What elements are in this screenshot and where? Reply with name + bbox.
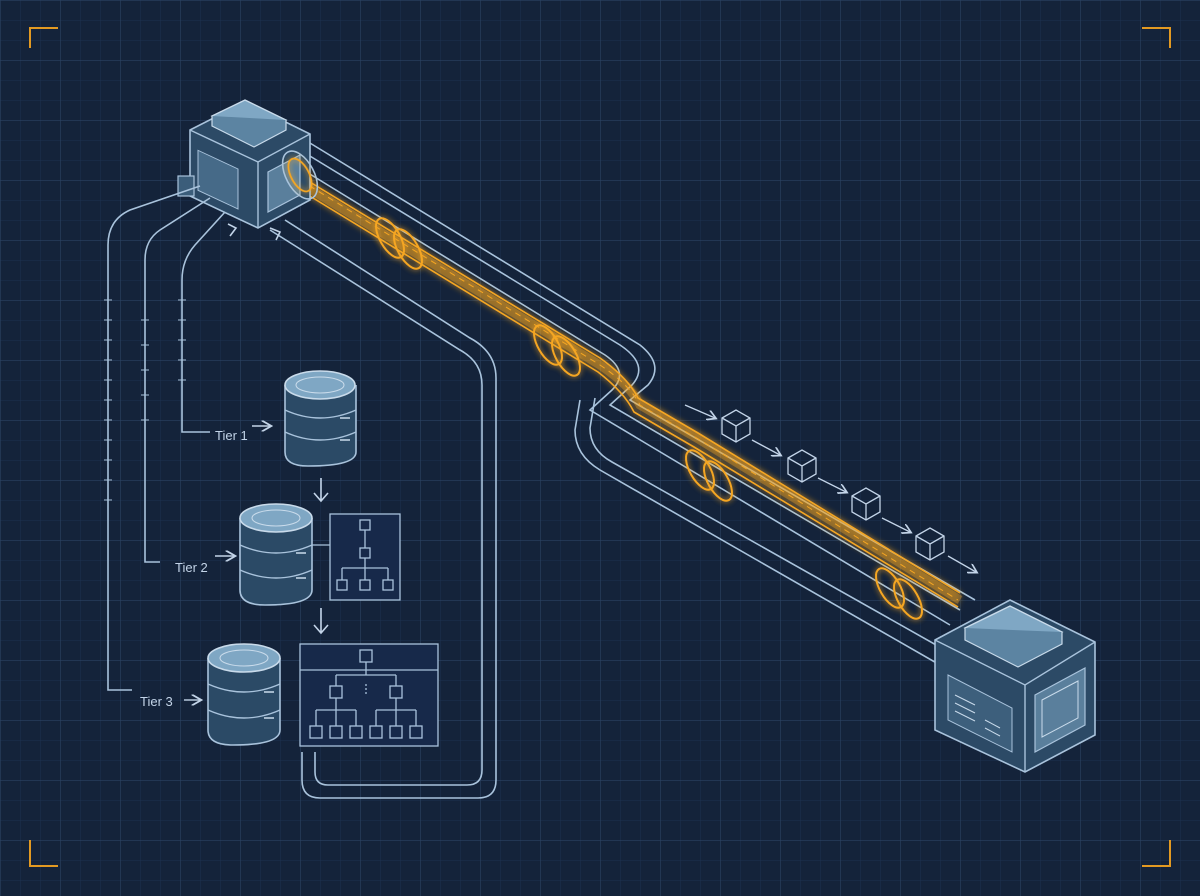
return-loops: [107, 185, 497, 799]
tree-diagram-icon: [299, 643, 439, 747]
data-packet-icon: [915, 527, 976, 572]
tier-2-label: Tier 2: [175, 560, 208, 575]
tier-arrows: [184, 426, 270, 700]
data-packet-icon: [787, 449, 846, 492]
pipe-couplings: [375, 217, 923, 620]
tree-diagram-icon: [312, 513, 401, 601]
data-packet-icon: [851, 487, 910, 532]
database-icon: [207, 643, 281, 746]
main-pipe-casing: [299, 139, 976, 666]
destination-node-icon: [934, 599, 1096, 773]
return-arrowheads: [227, 223, 282, 241]
tier-labels: Tier 1 Tier 2 Tier 3: [140, 428, 248, 709]
signal-ticks: [104, 299, 186, 501]
tier-3-label: Tier 3: [140, 694, 173, 709]
data-packets: [684, 404, 976, 572]
source-node-icon: [177, 99, 319, 229]
database-icon: [239, 503, 313, 606]
corner-marks: [29, 27, 1171, 867]
data-packet-icon: [684, 404, 780, 455]
data-stream: [292, 172, 963, 608]
tier-1-label: Tier 1: [215, 428, 248, 443]
arrow-down-icon: [313, 478, 329, 635]
database-icon: [284, 370, 357, 467]
